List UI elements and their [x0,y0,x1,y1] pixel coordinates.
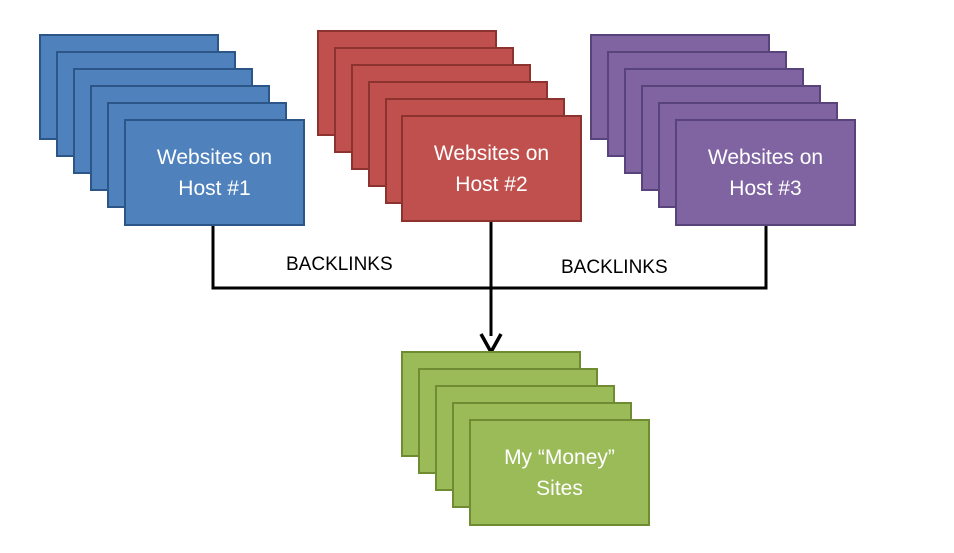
host-3-label: Websites on Host #3 [707,145,824,200]
host-2-label: Websites on Host #2 [433,141,550,196]
money-sites-card: My “Money” Sites [469,419,650,526]
host-2-card: Websites on Host #2 [401,115,582,222]
host-3-card: Websites on Host #3 [675,119,856,226]
arrow-head-icon [479,333,503,356]
host-1-label: Websites on Host #1 [156,145,273,200]
backlinks-label-right: BACKLINKS [561,257,668,278]
host-1-card: Websites on Host #1 [124,119,305,226]
backlinks-label-left: BACKLINKS [286,254,393,275]
money-sites-label: My “Money” Sites [504,445,615,500]
